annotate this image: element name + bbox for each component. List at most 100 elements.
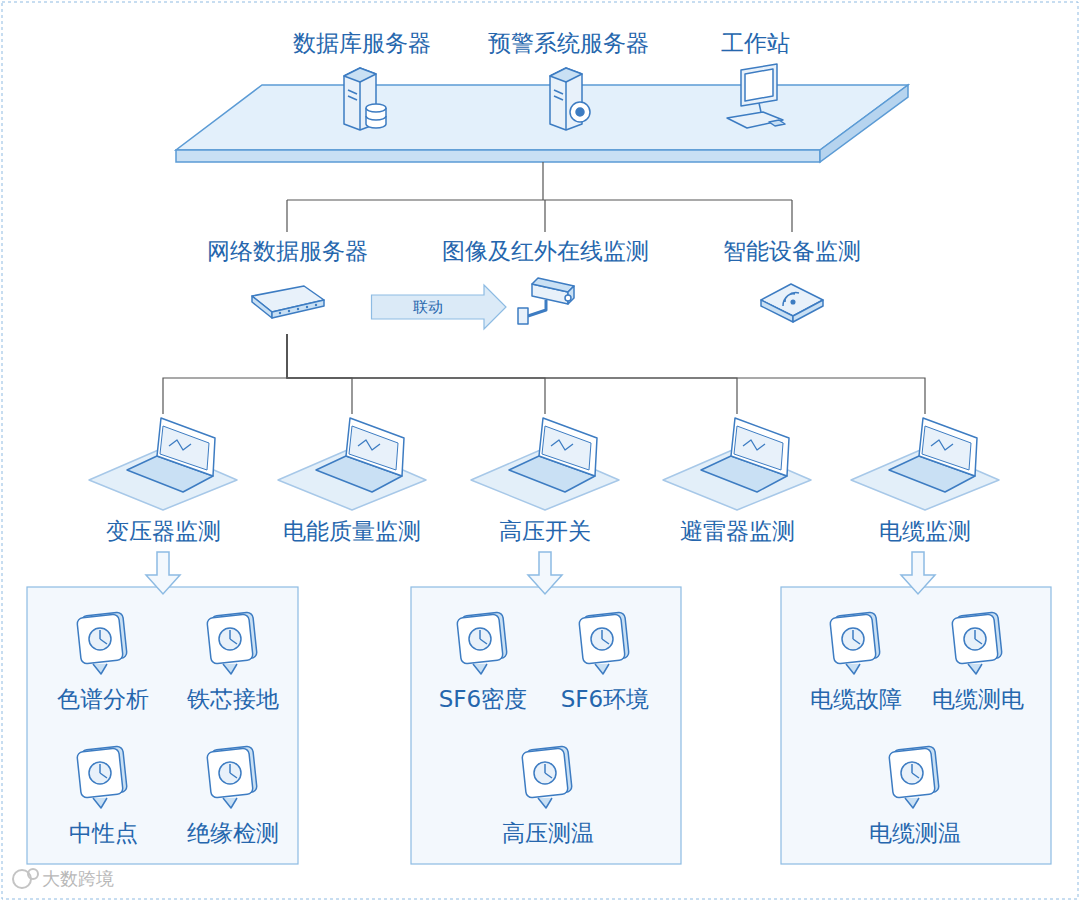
node-label: 高压开关 xyxy=(499,516,591,546)
srv-icon xyxy=(550,68,590,130)
monitor-node: 高压开关 xyxy=(469,410,621,546)
device-node: 数据库服务器 xyxy=(293,28,431,134)
node-icon xyxy=(276,410,428,512)
monitor-node: 电能质量监测 xyxy=(276,410,428,546)
node-icon xyxy=(849,410,1001,512)
device-node: 预警系统服务器 xyxy=(488,28,649,134)
tree-connector xyxy=(287,334,545,414)
node-label: SF6密度 xyxy=(439,684,527,714)
sensor-node: 电缆测电 xyxy=(932,608,1024,714)
platform-top xyxy=(176,85,908,150)
tree-line xyxy=(287,162,792,232)
tree-connector xyxy=(287,334,925,414)
watermark: 大数跨境 xyxy=(42,868,114,890)
sensor-node: SF6密度 xyxy=(439,608,527,714)
node-label: 工作站 xyxy=(721,28,790,58)
node-icon xyxy=(469,410,621,512)
laptop-icon xyxy=(278,418,426,510)
node-icon xyxy=(749,270,835,332)
monitor-node: 避雷器监测 xyxy=(661,410,813,546)
group-panel xyxy=(781,587,1051,864)
item-icon xyxy=(889,746,940,808)
sensor-node: 中性点 xyxy=(69,742,138,848)
node-label: 铁芯接地 xyxy=(187,684,279,714)
node-label: SF6环境 xyxy=(561,684,649,714)
node-label: 网络数据服务器 xyxy=(207,236,368,266)
node-label: 电缆监测 xyxy=(879,516,971,546)
node-icon xyxy=(885,742,945,814)
node-icon xyxy=(575,608,635,680)
sensor-node: 铁芯接地 xyxy=(187,608,279,714)
pc-icon xyxy=(727,64,785,128)
laptop-icon xyxy=(471,418,619,510)
node-label: 电能质量监测 xyxy=(283,516,421,546)
camera-icon xyxy=(518,278,574,324)
group-panel xyxy=(27,587,298,864)
device-node: 智能设备监测 xyxy=(723,236,861,332)
node-icon xyxy=(826,608,886,680)
sensor-node: 电缆故障 xyxy=(810,608,902,714)
item-icon xyxy=(207,746,258,808)
item-icon xyxy=(952,612,1003,674)
item-icon xyxy=(522,746,573,808)
node-icon xyxy=(536,62,600,134)
item-icon xyxy=(830,612,881,674)
item-icon xyxy=(457,612,508,674)
laptop-icon xyxy=(663,418,811,510)
sensor-node: 色谱分析 xyxy=(57,608,149,714)
tree-connector xyxy=(287,334,737,414)
monitor-node: 电缆监测 xyxy=(849,410,1001,546)
node-icon xyxy=(502,270,588,332)
sensor-node: 电缆测温 xyxy=(869,742,961,848)
node-label: 智能设备监测 xyxy=(723,236,861,266)
edge-label: 联动 xyxy=(411,298,445,316)
node-icon xyxy=(73,608,133,680)
down-arrow xyxy=(146,552,935,594)
item-icon xyxy=(77,612,128,674)
node-label: 电缆测温 xyxy=(869,818,961,848)
node-icon xyxy=(203,742,263,814)
sensor-node: 高压测温 xyxy=(502,742,594,848)
device-node: 网络数据服务器 xyxy=(207,236,368,332)
db-icon xyxy=(344,68,386,130)
node-icon xyxy=(330,62,394,134)
node-label: 中性点 xyxy=(69,818,138,848)
node-icon xyxy=(661,410,813,512)
platform-front xyxy=(176,150,820,162)
platform-side xyxy=(820,85,908,162)
tree-connector xyxy=(287,334,352,414)
item-icon xyxy=(207,612,258,674)
node-label: 电缆测电 xyxy=(932,684,1024,714)
node-label: 高压测温 xyxy=(502,818,594,848)
node-label: 色谱分析 xyxy=(57,684,149,714)
sensor-node: 绝缘检测 xyxy=(187,742,279,848)
node-label: 数据库服务器 xyxy=(293,28,431,58)
node-icon xyxy=(518,742,578,814)
item-icon xyxy=(77,746,128,808)
node-icon xyxy=(244,270,330,332)
node-icon xyxy=(87,410,239,512)
node-label: 避雷器监测 xyxy=(680,516,795,546)
node-label: 电缆故障 xyxy=(810,684,902,714)
sensor-node: SF6环境 xyxy=(561,608,649,714)
group-panel xyxy=(411,587,681,864)
node-icon xyxy=(948,608,1008,680)
node-icon xyxy=(203,608,263,680)
node-label: 变压器监测 xyxy=(106,516,221,546)
router-icon xyxy=(252,286,324,318)
node-label: 预警系统服务器 xyxy=(488,28,649,58)
node-icon xyxy=(73,742,133,814)
node-label: 图像及红外在线监测 xyxy=(442,236,649,266)
tree-connector xyxy=(163,334,287,414)
device-node: 工作站 xyxy=(719,28,791,134)
device-node: 图像及红外在线监测 xyxy=(442,236,649,332)
monitor-node: 变压器监测 xyxy=(87,410,239,546)
node-icon xyxy=(453,608,513,680)
link-arrow xyxy=(372,285,507,329)
laptop-icon xyxy=(89,418,237,510)
laptop-icon xyxy=(851,418,999,510)
wifi-icon xyxy=(761,284,823,322)
item-icon xyxy=(579,612,630,674)
